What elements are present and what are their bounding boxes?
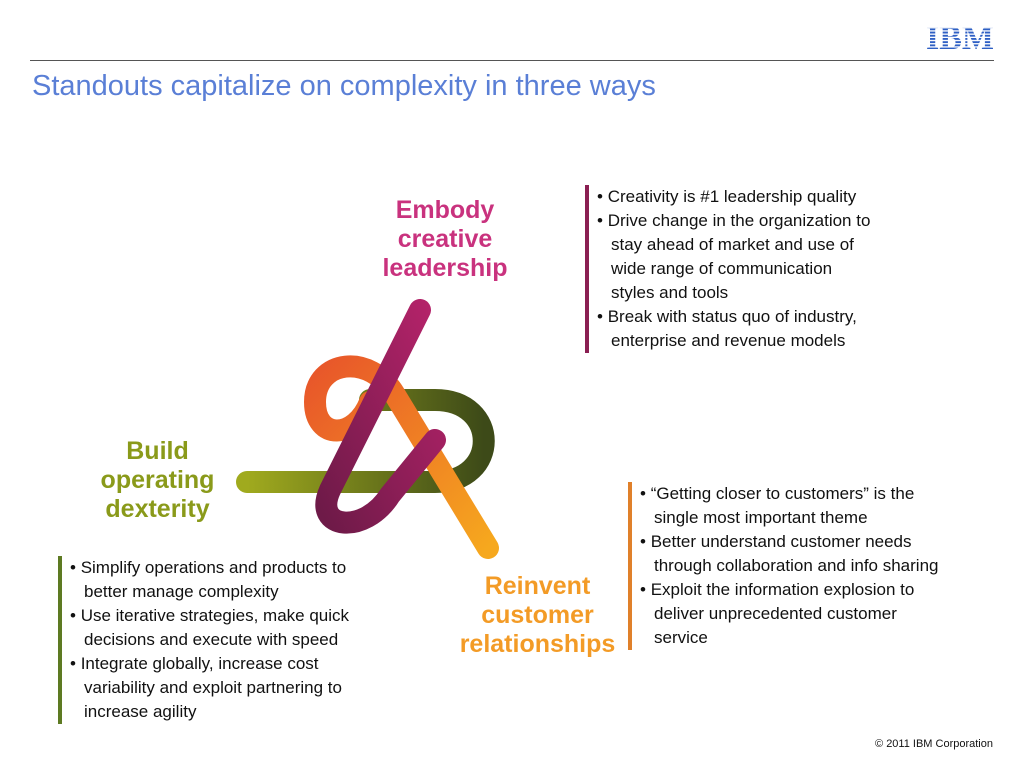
- label-reinvent-customer-relationships: Reinvent customer relationships: [459, 572, 616, 658]
- operating-bullet-list: Simplify operations and products tobette…: [58, 556, 349, 724]
- list-item: Integrate globally, increase costvariabi…: [70, 652, 349, 724]
- magenta-loop-band: [315, 299, 446, 534]
- list-item: Drive change in the organization tostay …: [597, 209, 871, 305]
- list-item: Better understand customer needsthrough …: [640, 530, 939, 578]
- orange-loop-band: [303, 355, 499, 559]
- list-item: Creativity is #1 leadership quality: [597, 185, 870, 209]
- svg-text:IBM: IBM: [926, 22, 994, 52]
- list-item: Exploit the information explosion todeli…: [640, 578, 938, 650]
- page-title: Standouts capitalize on complexity in th…: [32, 70, 656, 102]
- copyright-footer: © 2011 IBM Corporation: [875, 738, 993, 750]
- customer-bullet-list: “Getting closer to customers” is thesing…: [628, 482, 938, 650]
- label-build-operating-dexterity: Build operating dexterity: [100, 437, 215, 523]
- header-rule: [30, 60, 994, 61]
- label-embody-creative-leadership: Embody creative leadership: [382, 196, 508, 282]
- list-item: “Getting closer to customers” is thesing…: [640, 482, 938, 530]
- list-item: Simplify operations and products tobette…: [70, 556, 349, 604]
- list-item: Use iterative strategies, make quickdeci…: [70, 604, 349, 652]
- ibm-logo: IBM: [926, 22, 994, 52]
- three-ways-knot-graphic: [236, 299, 499, 559]
- leadership-bullet-list: Creativity is #1 leadership quality Driv…: [585, 185, 870, 353]
- list-item: Break with status quo of industry,enterp…: [597, 305, 870, 353]
